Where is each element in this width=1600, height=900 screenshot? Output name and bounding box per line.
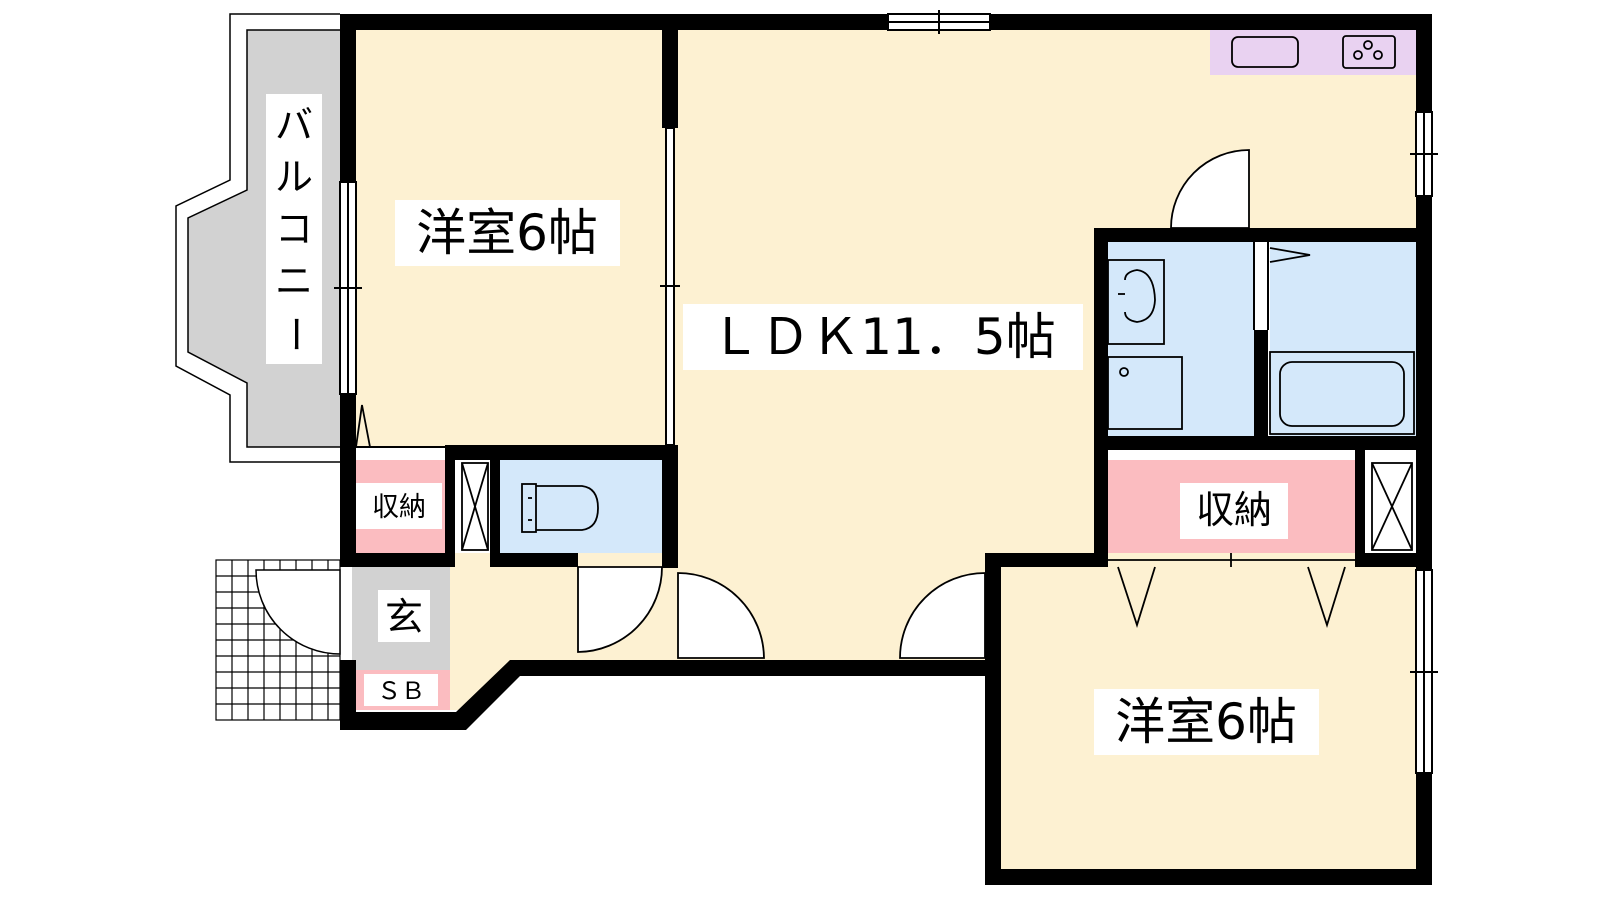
washroom-floor [1094, 240, 1254, 438]
wash-basin-icon [1107, 259, 1165, 345]
ldk-label: ＬＤＫ11．5帖 [710, 308, 1055, 366]
western-room-2-label: 洋室6帖 [1115, 693, 1297, 751]
svg-text:コ: コ [275, 207, 313, 251]
svg-text:バ: バ [275, 103, 313, 147]
storage-right-label: 収納 [1196, 488, 1272, 532]
toilet-icon [521, 483, 599, 533]
bathtub-icon [1269, 351, 1415, 435]
svg-text:ー: ー [273, 315, 317, 353]
balcony-outline [175, 13, 340, 463]
entrance-label: 玄 [385, 595, 423, 639]
stove-icon [1342, 35, 1396, 69]
shoe-box-label: ＳＢ [377, 677, 425, 705]
kitchen-sink-icon [1231, 36, 1299, 68]
fixtures [521, 35, 1415, 533]
bathroom-floor [1270, 240, 1420, 438]
entrance-door-swing [255, 569, 341, 655]
room-labels: 洋室6帖 ＬＤＫ11．5帖 洋室6帖 収納 収納 玄 ＳＢ バ ル コ ニ ー [266, 94, 1319, 755]
toilet-floor [500, 460, 662, 553]
svg-text:ニ: ニ [275, 259, 313, 303]
western-room-1-label: 洋室6帖 [416, 204, 598, 262]
windows [334, 10, 1438, 774]
washing-machine-icon [1107, 356, 1183, 430]
doors [354, 149, 1355, 659]
balcony-label: バ ル コ ニ ー [273, 103, 317, 353]
storage-left-label: 収納 [372, 492, 426, 523]
svg-text:ル: ル [275, 155, 313, 199]
closets [461, 462, 1413, 551]
walls [340, 14, 1432, 885]
